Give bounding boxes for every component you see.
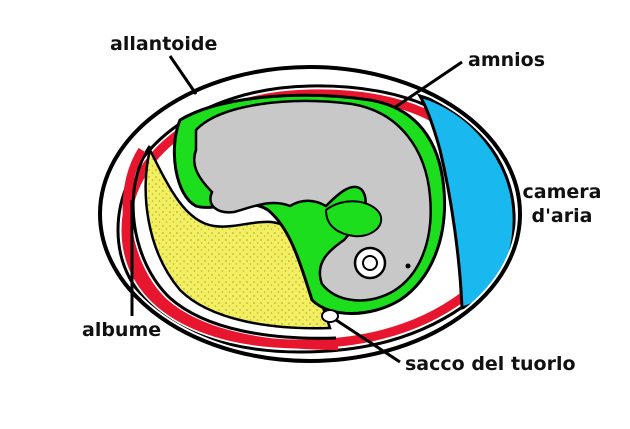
label-albume: albume [82, 319, 162, 341]
embryo-eye [353, 246, 387, 280]
label-camera-line1: camera [522, 181, 602, 203]
pointer-allantoide [168, 55, 198, 95]
label-camera-daria: camera d'aria [520, 180, 604, 228]
label-allantoide: allantoide [110, 33, 218, 55]
label-sacco-del-tuorlo: sacco del tuorlo [405, 353, 576, 375]
amnion-pocket [324, 200, 383, 238]
yolk-sac [321, 309, 339, 323]
label-amnios: amnios [468, 49, 546, 71]
allantois-inner-fold [122, 147, 339, 350]
pointer-sacco [335, 318, 401, 364]
pointer-amnios [393, 60, 463, 110]
label-camera-line2: d'aria [531, 205, 593, 227]
